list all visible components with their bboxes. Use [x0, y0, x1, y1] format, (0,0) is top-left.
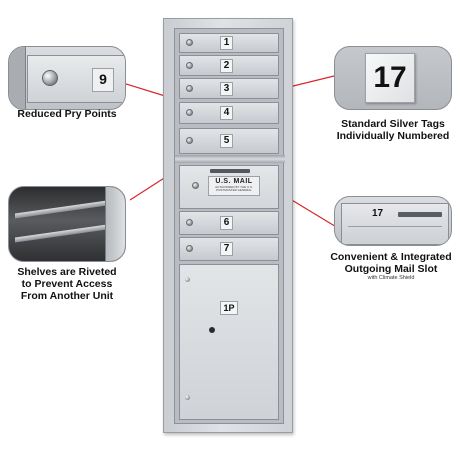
caption-shelves-line1: Shelves are Riveted [17, 266, 117, 278]
mailbox-door-4[interactable]: 4 [179, 102, 279, 124]
door-number-tag: 5 [220, 134, 233, 148]
door-number-tag: 2 [220, 58, 233, 73]
caption-silver-tags: Standard Silver Tags Individually Number… [326, 118, 460, 142]
cabinet-edge [9, 47, 26, 109]
caption-shelves-line2: to Prevent Access [21, 278, 113, 290]
mailbox-door-2[interactable]: 2 [179, 55, 279, 76]
mailbox-door-6[interactable]: 6 [179, 211, 279, 235]
parcel-number-tag: 1P [220, 301, 238, 315]
lock-icon[interactable] [186, 219, 193, 226]
caption-outgoing-slot: Convenient & Integrated Outgoing Mail Sl… [322, 251, 460, 282]
callout-outgoing-slot: 17 [334, 196, 452, 246]
zoomed-outgoing-door: 17 [341, 203, 449, 245]
caption-silver-tags-line1: Standard Silver Tags [341, 118, 445, 130]
caption-pry-points-text: Reduced Pry Points [17, 108, 117, 120]
mailbox-door-1[interactable]: 1 [179, 33, 279, 53]
caption-silver-tags-line2: Individually Numbered [336, 130, 450, 142]
door-number-tag: 7 [220, 242, 233, 256]
parcel-locker-door[interactable]: 1P [179, 264, 279, 420]
keyhole-icon[interactable] [209, 327, 215, 333]
zoomed-silver-tag: 17 [365, 53, 415, 103]
caption-outgoing-line2: Outgoing Mail Slot [344, 263, 438, 275]
outgoing-mail-slot[interactable] [210, 169, 250, 173]
lock-icon[interactable] [186, 245, 193, 252]
mailbox-door-5[interactable]: 5 [179, 128, 279, 154]
hinge-icon [185, 395, 190, 400]
us-mail-plate: U.S. MAIL AUTHORIZED BY THE U.S. POSTMAS… [208, 176, 260, 196]
door-number-tag: 4 [220, 106, 233, 120]
lock-icon[interactable] [186, 61, 193, 69]
callout-pry-points: 9 [8, 46, 126, 110]
zoomed-slot-tag: 17 [372, 208, 384, 219]
zoomed-door: 9 [27, 55, 125, 103]
mailbox-cabinet: 1 2 3 4 5 U.S. MAIL AUTHORIZED BY THE U.… [163, 18, 293, 433]
callout-shelves [8, 186, 126, 262]
outgoing-mail-door[interactable]: U.S. MAIL AUTHORIZED BY THE U.S. POSTMAS… [179, 165, 279, 209]
zoomed-number-tag: 9 [92, 68, 114, 92]
caption-outgoing-sub: with Climate Shield [367, 275, 415, 281]
caption-pry-points: Reduced Pry Points [8, 108, 126, 120]
caption-shelves: Shelves are Riveted to Prevent Access Fr… [8, 266, 126, 302]
lock-icon[interactable] [186, 109, 193, 116]
cabinet-inner: 1 2 3 4 5 U.S. MAIL AUTHORIZED BY THE U.… [174, 28, 285, 424]
hinge-icon [185, 277, 190, 282]
caption-shelves-line3: From Another Unit [20, 290, 114, 302]
lock-icon [42, 70, 58, 86]
shelf-divider [175, 155, 285, 163]
door-number-tag: 1 [220, 36, 233, 50]
caption-outgoing-line1: Convenient & Integrated [330, 251, 452, 263]
lock-icon[interactable] [186, 39, 193, 46]
zoomed-mail-slot [398, 212, 442, 217]
mailbox-door-3[interactable]: 3 [179, 78, 279, 99]
door-number-tag: 6 [220, 216, 233, 230]
us-mail-title: U.S. MAIL [215, 178, 253, 185]
door-seam [348, 226, 442, 227]
lock-icon[interactable] [192, 182, 199, 189]
mailbox-door-7[interactable]: 7 [179, 237, 279, 261]
cabinet-frame [105, 187, 125, 261]
us-mail-fine-print: AUTHORIZED BY THE U.S. POSTMASTER GENERA… [215, 185, 253, 192]
lock-icon[interactable] [186, 84, 193, 92]
lock-icon[interactable] [186, 137, 193, 144]
door-number-tag: 3 [220, 81, 233, 96]
callout-silver-tags: 17 [334, 46, 452, 110]
